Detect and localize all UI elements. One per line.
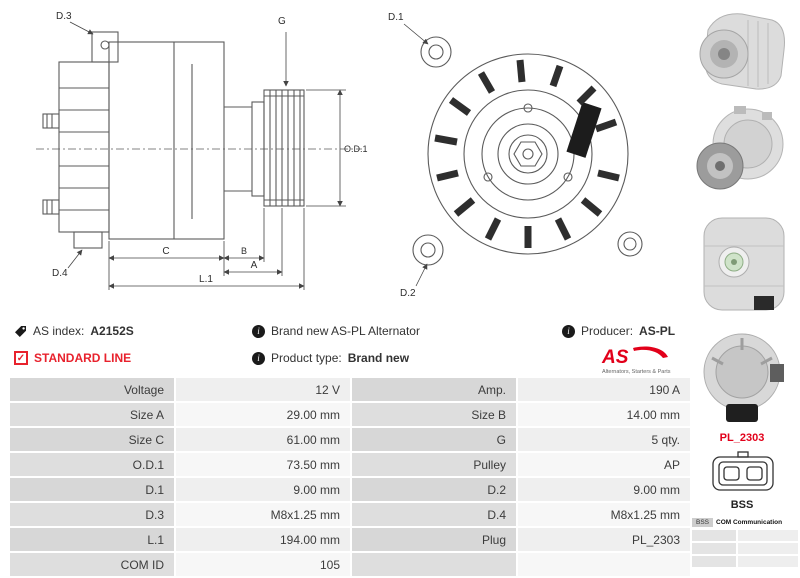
logo-tagline: Alternators, Starters & Parts — [602, 369, 671, 375]
spec-value: 29.00 mm — [176, 403, 350, 426]
tag-icon — [15, 325, 26, 337]
table-row: O.D.1 73.50 mm Pulley AP — [10, 453, 690, 476]
spec-value: 73.50 mm — [176, 453, 350, 476]
product-type-label: Product type: — [271, 351, 342, 365]
producer-label: Producer: — [581, 324, 634, 338]
spec-value: 190 A — [518, 378, 690, 401]
spec-table: Voltage 12 V Amp. 190 A Size A 29.00 mm … — [10, 378, 690, 578]
producer-value: AS-PL — [639, 324, 676, 338]
spec-label: Size B — [352, 403, 516, 426]
terminal-block — [566, 102, 602, 158]
plug-name-label: BSS — [730, 499, 754, 511]
spec-value: 194.00 mm — [176, 528, 350, 551]
spec-label — [352, 553, 516, 576]
spec-value: 9.00 mm — [518, 478, 690, 501]
table-row: COM ID 105 — [10, 553, 690, 576]
table-row: Voltage 12 V Amp. 190 A — [10, 378, 690, 401]
standard-line-label: STANDARD LINE — [34, 351, 132, 365]
com-bar-row — [692, 556, 798, 567]
spec-label: D.4 — [352, 503, 516, 526]
spec-label: D.2 — [352, 478, 516, 501]
alternator-side-drawing: D.3 G O.D.1 D.4 C B A L.1 — [36, 11, 368, 290]
spec-label: G — [352, 428, 516, 451]
dim-label-g: G — [278, 16, 286, 27]
dim-label-d2: D.2 — [400, 288, 416, 299]
as-index-value: A2152S — [90, 324, 134, 338]
product-photo-3[interactable] — [686, 204, 798, 324]
spec-value: 12 V — [176, 378, 350, 401]
brand-new-label: Brand new AS-PL Alternator — [271, 324, 420, 338]
com-bar-row — [692, 530, 798, 541]
plug-connector-drawing — [712, 451, 774, 491]
spec-value: 105 — [176, 553, 350, 576]
checkbox-icon: ✓ — [14, 351, 28, 365]
spec-value — [518, 553, 690, 576]
spec-label: D.3 — [10, 503, 174, 526]
dim-label-c: C — [162, 246, 169, 257]
com-title: COM Communication — [716, 519, 783, 526]
plug-code-link[interactable]: PL_2303 — [719, 432, 765, 444]
side-body — [36, 31, 362, 249]
dim-label-od1: O.D.1 — [344, 144, 368, 154]
spec-label: Pulley — [352, 453, 516, 476]
dim-label-a: A — [251, 260, 258, 271]
spec-label: Amp. — [352, 378, 516, 401]
spec-value: M8x1.25 mm — [518, 503, 690, 526]
product-photo-4[interactable] — [686, 328, 798, 428]
com-chip: BSS — [692, 518, 714, 527]
table-row: Size A 29.00 mm Size B 14.00 mm — [10, 403, 690, 426]
dim-label-l1: L.1 — [199, 274, 213, 285]
dim-label-d4: D.4 — [52, 268, 68, 279]
spec-value: PL_2303 — [518, 528, 690, 551]
dim-label-b: B — [241, 246, 247, 256]
product-info-strip: AS index: A2152S i Brand new AS-PL Alter… — [0, 312, 690, 376]
product-photo-1[interactable] — [686, 4, 798, 99]
spec-value: AP — [518, 453, 690, 476]
spec-value: 61.00 mm — [176, 428, 350, 451]
table-row: D.1 9.00 mm D.2 9.00 mm — [10, 478, 690, 501]
spec-label: Plug — [352, 528, 516, 551]
info-icon: i — [252, 351, 265, 365]
spec-label: O.D.1 — [10, 453, 174, 476]
spec-label: Voltage — [10, 378, 174, 401]
spec-value: M8x1.25 mm — [176, 503, 350, 526]
as-pl-logo: AS Alternators, Starters & Parts — [601, 346, 671, 375]
front-dimension-lines — [403, 23, 429, 287]
vent-slots — [434, 59, 620, 248]
alternator-front-drawing: D.1 D.2 — [388, 12, 643, 299]
as-index-label: AS index: — [33, 324, 85, 338]
product-photo-2[interactable] — [686, 102, 798, 197]
table-row: D.3 M8x1.25 mm D.4 M8x1.25 mm — [10, 503, 690, 526]
spec-value: 5 qty. — [518, 428, 690, 451]
table-row: Size C 61.00 mm G 5 qty. — [10, 428, 690, 451]
dim-label-d3: D.3 — [56, 11, 72, 22]
logo-text: AS — [601, 347, 629, 368]
info-icon: i — [252, 324, 265, 338]
dim-label-d1: D.1 — [388, 12, 404, 23]
spec-label: Size C — [10, 428, 174, 451]
table-row: L.1 194.00 mm Plug PL_2303 — [10, 528, 690, 551]
com-bar-row — [692, 543, 798, 554]
product-type-value: Brand new — [347, 351, 410, 365]
spec-label: COM ID — [10, 553, 174, 576]
spec-label: L.1 — [10, 528, 174, 551]
spec-label: D.1 — [10, 478, 174, 501]
spec-value: 14.00 mm — [518, 403, 690, 426]
spec-value: 9.00 mm — [176, 478, 350, 501]
side-dimension-lines — [67, 21, 346, 290]
info-icon: i — [562, 324, 575, 338]
com-communication-block: BSS COM Communication — [692, 518, 798, 569]
spec-label: Size A — [10, 403, 174, 426]
